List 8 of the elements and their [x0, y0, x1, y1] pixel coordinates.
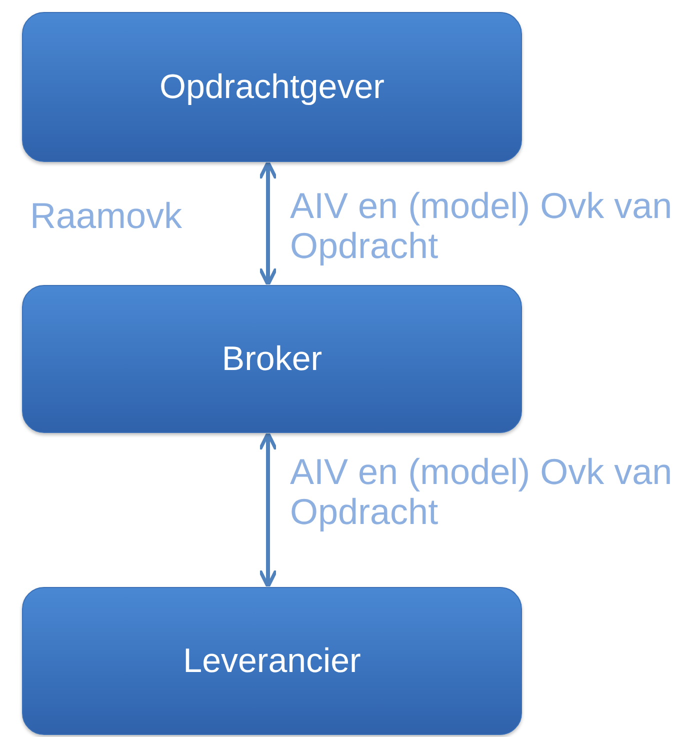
node-label: Leverancier [183, 642, 361, 680]
process-box [22, 285, 522, 433]
process-box [22, 12, 522, 162]
node-label: Broker [222, 340, 322, 378]
node-label: Opdrachtgever [160, 68, 384, 106]
double-arrow [258, 432, 278, 588]
double-arrow [258, 160, 278, 286]
process-box [22, 587, 522, 735]
